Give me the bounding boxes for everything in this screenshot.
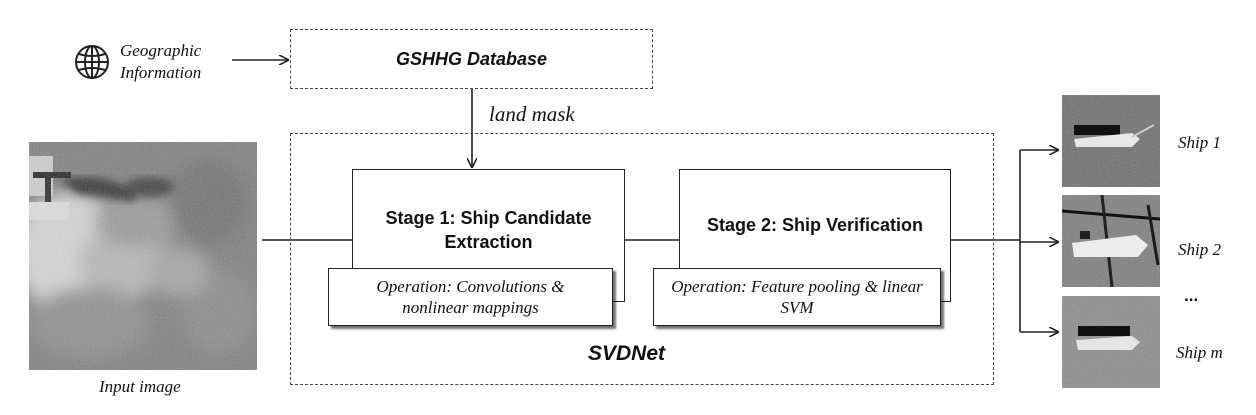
ellipsis-label: ...	[1184, 286, 1199, 305]
stage1-operation-box: Operation: Convolutions & nonlinear mapp…	[328, 268, 613, 326]
land-mask-label: land mask	[489, 102, 575, 126]
stage1-operation: Operation: Convolutions & nonlinear mapp…	[376, 277, 565, 317]
input-image	[14, 142, 257, 370]
stage1-title: Stage 1: Ship Candidate Extraction	[385, 208, 592, 252]
gshhg-database-label: GSHHG Database	[395, 48, 548, 69]
stage2-operation: Operation: Feature pooling & linear SVM	[671, 277, 923, 317]
ship-1-image	[1062, 95, 1160, 187]
ship-2-image	[1061, 194, 1161, 288]
gshhg-database-box: GSHHG Database	[290, 29, 653, 89]
stage2-title: Stage 2: Ship Verification	[706, 215, 924, 235]
input-image-caption: Input image	[99, 377, 181, 396]
ship-m-image	[1062, 296, 1160, 388]
svdnet-label: SVDNet	[588, 342, 666, 365]
geographic-info-label: Geographic Information	[120, 41, 202, 82]
ship-1-label: Ship 1	[1178, 133, 1221, 152]
ship-m-label: Ship m	[1176, 343, 1223, 362]
globe-icon	[74, 44, 110, 80]
ship-2-label: Ship 2	[1178, 240, 1221, 259]
svdnet-container	[290, 133, 994, 385]
stage2-operation-box: Operation: Feature pooling & linear SVM	[653, 268, 941, 326]
